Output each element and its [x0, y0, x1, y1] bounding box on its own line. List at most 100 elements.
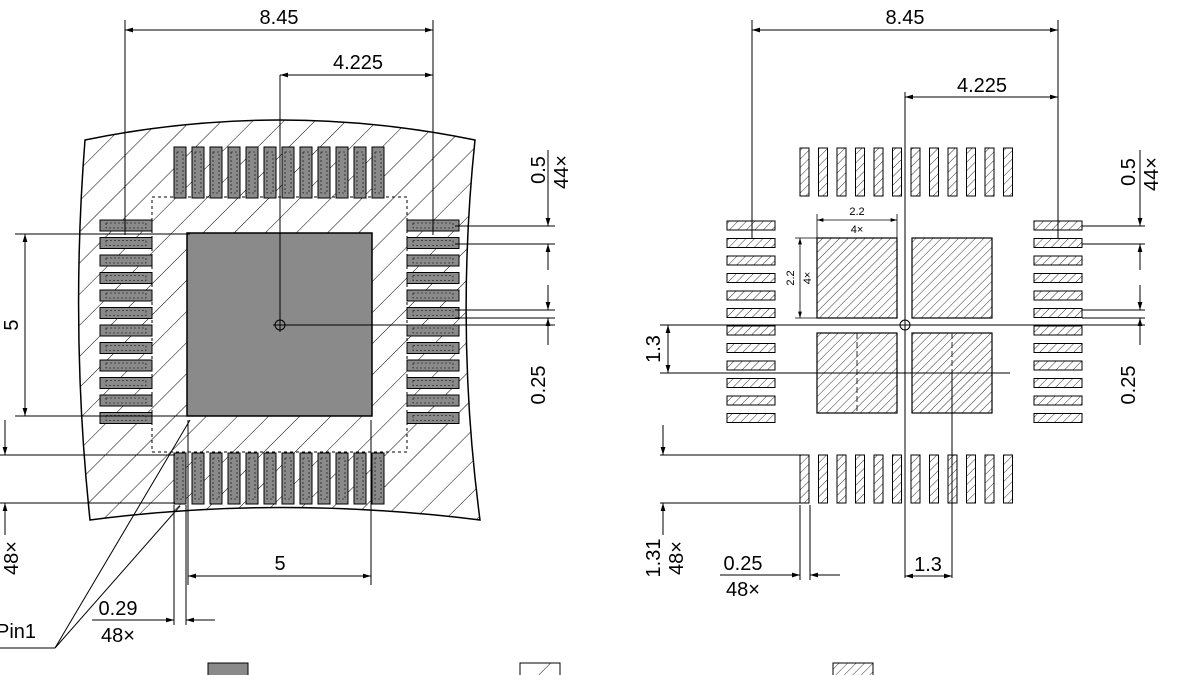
left-pad — [406, 394, 460, 407]
left-pad-inner — [412, 380, 454, 386]
right-pad — [726, 220, 776, 231]
legend-paste-swatch — [832, 662, 874, 675]
left-pad-inner — [338, 457, 346, 500]
right-pitch: 0.5 — [1118, 158, 1140, 186]
left-pad-inner — [176, 151, 184, 194]
left-pad — [227, 146, 241, 199]
paste-block-tr — [911, 237, 993, 319]
left-pad — [281, 146, 295, 199]
left-pad-inner — [248, 151, 256, 194]
left-pad-inner — [356, 457, 364, 500]
left-pad — [173, 452, 187, 505]
right-pad-width: 0.25 — [724, 553, 763, 575]
left-pad — [99, 307, 153, 319]
left-pad-inner — [284, 151, 292, 194]
left-pad — [406, 377, 460, 389]
pad-length-count: 48× — [666, 541, 688, 575]
left-pad-inner — [374, 457, 382, 500]
left-pad — [299, 146, 313, 199]
left-pad — [209, 146, 223, 199]
left-pad — [99, 324, 153, 337]
left-pad-inner — [105, 257, 147, 264]
right-pad — [1033, 308, 1083, 318]
right-pad — [836, 147, 847, 197]
left-pad-inner — [412, 257, 454, 264]
left-pad-inner — [194, 457, 202, 500]
left-pad — [99, 272, 153, 284]
left-pad — [99, 342, 153, 354]
paste-count: 4× — [851, 224, 864, 236]
left-pad-inner — [105, 345, 147, 351]
left-pad — [281, 452, 295, 505]
left-pad-width-count: 48× — [101, 625, 135, 647]
right-pad — [1033, 255, 1083, 266]
pin1-label: Pin1 — [0, 621, 36, 643]
left-pad-inner — [266, 151, 274, 194]
paste-count-v: 4× — [802, 272, 814, 285]
left-gap: 0.25 — [528, 366, 550, 405]
left-pad — [99, 359, 153, 372]
legend-copper-swatch — [207, 662, 249, 675]
left-pad — [406, 359, 460, 372]
left-pad — [263, 146, 277, 199]
paste-size: 2.2 — [849, 206, 864, 218]
left-pad-inner — [266, 457, 274, 500]
left-pad-inner — [194, 151, 202, 194]
left-pad — [406, 254, 460, 267]
left-pad — [173, 146, 187, 199]
left-pad — [227, 452, 241, 505]
right-pad — [1033, 360, 1083, 371]
left-pad-inner — [105, 292, 147, 299]
left-pad — [99, 377, 153, 389]
left-pad-inner — [412, 327, 454, 334]
left-pad — [99, 394, 153, 407]
left-pad — [99, 412, 153, 424]
right-pad — [726, 308, 776, 318]
right-pad — [726, 378, 776, 388]
right-pad — [1003, 454, 1013, 504]
left-pad — [245, 452, 259, 505]
right-pad — [818, 454, 828, 504]
right-width-half: 4.225 — [957, 75, 1007, 97]
right-pad — [1033, 395, 1083, 406]
left-pad — [99, 237, 153, 249]
left-pad-inner — [374, 151, 382, 194]
right-pad — [873, 147, 884, 197]
left-pad-inner — [248, 457, 256, 500]
left-pad — [317, 146, 331, 199]
left-pad — [263, 452, 277, 505]
right-pitch-count: 44× — [1141, 157, 1163, 191]
right-view: 8.45 4.225 0.5 44× 0.25 2.2 4× 2.2 4× 1.… — [643, 7, 1163, 601]
left-pad-inner — [320, 151, 328, 194]
right-pad — [929, 147, 939, 197]
left-pad-inner — [105, 275, 147, 281]
right-pad — [1033, 325, 1083, 336]
left-pad-inner — [105, 380, 147, 386]
right-pad — [1033, 378, 1083, 388]
right-pad — [1003, 147, 1013, 197]
right-pad — [947, 147, 958, 197]
left-pad — [353, 146, 367, 199]
right-pad — [1033, 343, 1083, 353]
left-pad-inner — [105, 327, 147, 334]
right-pad — [726, 255, 776, 266]
left-pad-inner — [356, 151, 364, 194]
left-pad-inner — [412, 397, 454, 404]
left-pitch: 0.5 — [528, 156, 550, 184]
left-width-total: 8.45 — [260, 7, 299, 29]
left-pad-inner — [212, 457, 220, 500]
left-col-span: 5 — [274, 553, 285, 575]
right-pad — [892, 147, 902, 197]
left-pad-inner — [105, 397, 147, 404]
right-pad — [966, 454, 976, 504]
right-pad — [1033, 290, 1083, 301]
left-pad-inner — [412, 345, 454, 351]
right-pad — [799, 454, 810, 504]
legend — [207, 662, 874, 675]
left-pad — [99, 289, 153, 302]
right-pad — [873, 454, 884, 504]
paste-offset-v: 1.3 — [643, 335, 665, 363]
right-pad — [855, 147, 865, 197]
right-pad — [910, 147, 921, 197]
